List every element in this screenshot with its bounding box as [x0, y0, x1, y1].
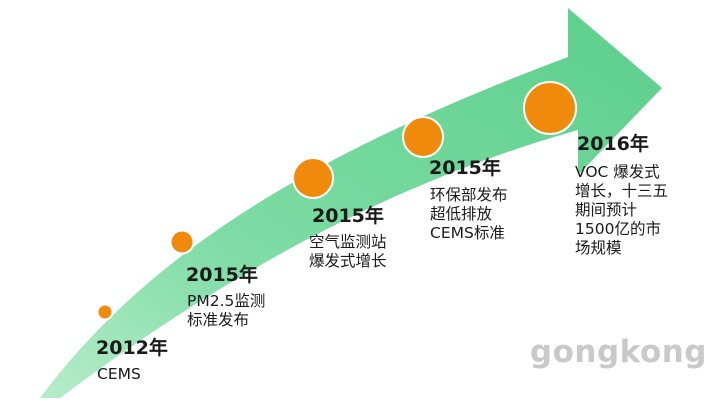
milestone-dot-2 — [169, 229, 195, 255]
milestone-desc-2: PM2.5监测 标准发布 — [187, 292, 266, 329]
milestone-dot-5 — [523, 81, 577, 135]
milestone-dot-4 — [402, 116, 444, 158]
milestone-dot-1 — [96, 303, 114, 321]
milestone-year-1: 2012年 — [96, 337, 168, 359]
milestone-desc-1: CEMS — [97, 365, 141, 383]
milestone-year-2: 2015年 — [186, 264, 258, 286]
milestone-dot-3 — [292, 157, 334, 199]
milestone-year-5: 2016年 — [577, 133, 649, 155]
arrow-body — [40, 8, 662, 398]
milestone-year-3: 2015年 — [312, 205, 384, 227]
milestone-desc-5: VOC 爆发式 增长，十三五 期间预计 1500亿的市 场规模 — [575, 163, 669, 257]
milestone-year-4: 2015年 — [429, 157, 501, 179]
milestone-desc-3: 空气监测站 爆发式增长 — [309, 233, 387, 270]
watermark: gongkong — [529, 334, 707, 370]
milestone-desc-4: 环保部发布 超低排放 CEMS标准 — [430, 186, 508, 242]
